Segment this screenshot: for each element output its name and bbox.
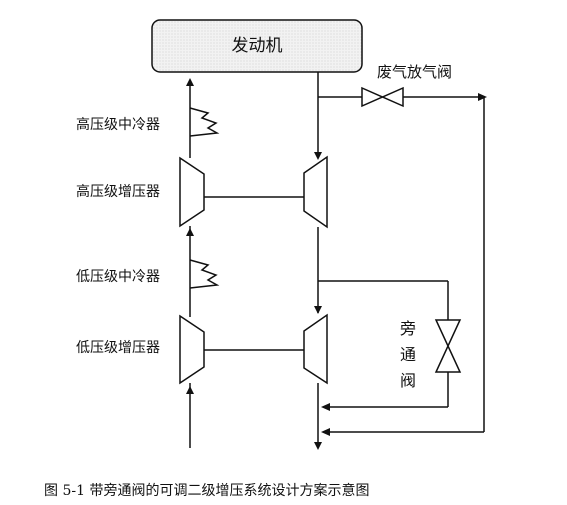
- arrow-into-hp-turbine: [314, 152, 322, 160]
- hp-compressor-label: 高压级增压器: [76, 184, 160, 200]
- arrow-bypass-return: [321, 403, 330, 411]
- wastegate-label: 废气放气阀: [377, 63, 453, 81]
- figure-caption: 图 5-1 带旁通阀的可调二级增压系统设计方案示意图: [44, 483, 370, 499]
- bypass-valve-label-char-3: 阀: [399, 371, 416, 390]
- bypass-valve-label-char-2: 通: [399, 345, 416, 364]
- hp-intercooler-label: 高压级中冷器: [76, 117, 160, 133]
- bypass-valve: [434, 319, 462, 373]
- hp-turbine-shape: [303, 155, 328, 229]
- hp-compressor-shape: [179, 156, 205, 228]
- lp-compressor-shape: [179, 314, 205, 385]
- bypass-valve-label-char-1: 旁: [399, 319, 416, 338]
- engine-box: [151, 19, 363, 73]
- lp-intercooler-label: 低压级中冷器: [76, 269, 160, 285]
- hp-intercooler-coil: [189, 107, 220, 137]
- arrow-wastegate-out: [478, 93, 487, 101]
- arrow-exhaust-outlet: [314, 442, 322, 450]
- arrow-hp-compressor-inlet: [186, 228, 194, 236]
- engine-label: 发动机: [231, 36, 283, 56]
- arrow-into-lp-turbine: [314, 306, 322, 314]
- wastegate-valve: [361, 86, 404, 108]
- lp-turbine-shape: [303, 313, 328, 385]
- lp-compressor-label: 低压级增压器: [76, 340, 160, 356]
- lp-intercooler-coil: [189, 259, 220, 289]
- arrow-lp-compressor-inlet: [186, 386, 194, 394]
- arrow-wastegate-return: [321, 428, 330, 436]
- arrow-into-engine: [186, 78, 194, 86]
